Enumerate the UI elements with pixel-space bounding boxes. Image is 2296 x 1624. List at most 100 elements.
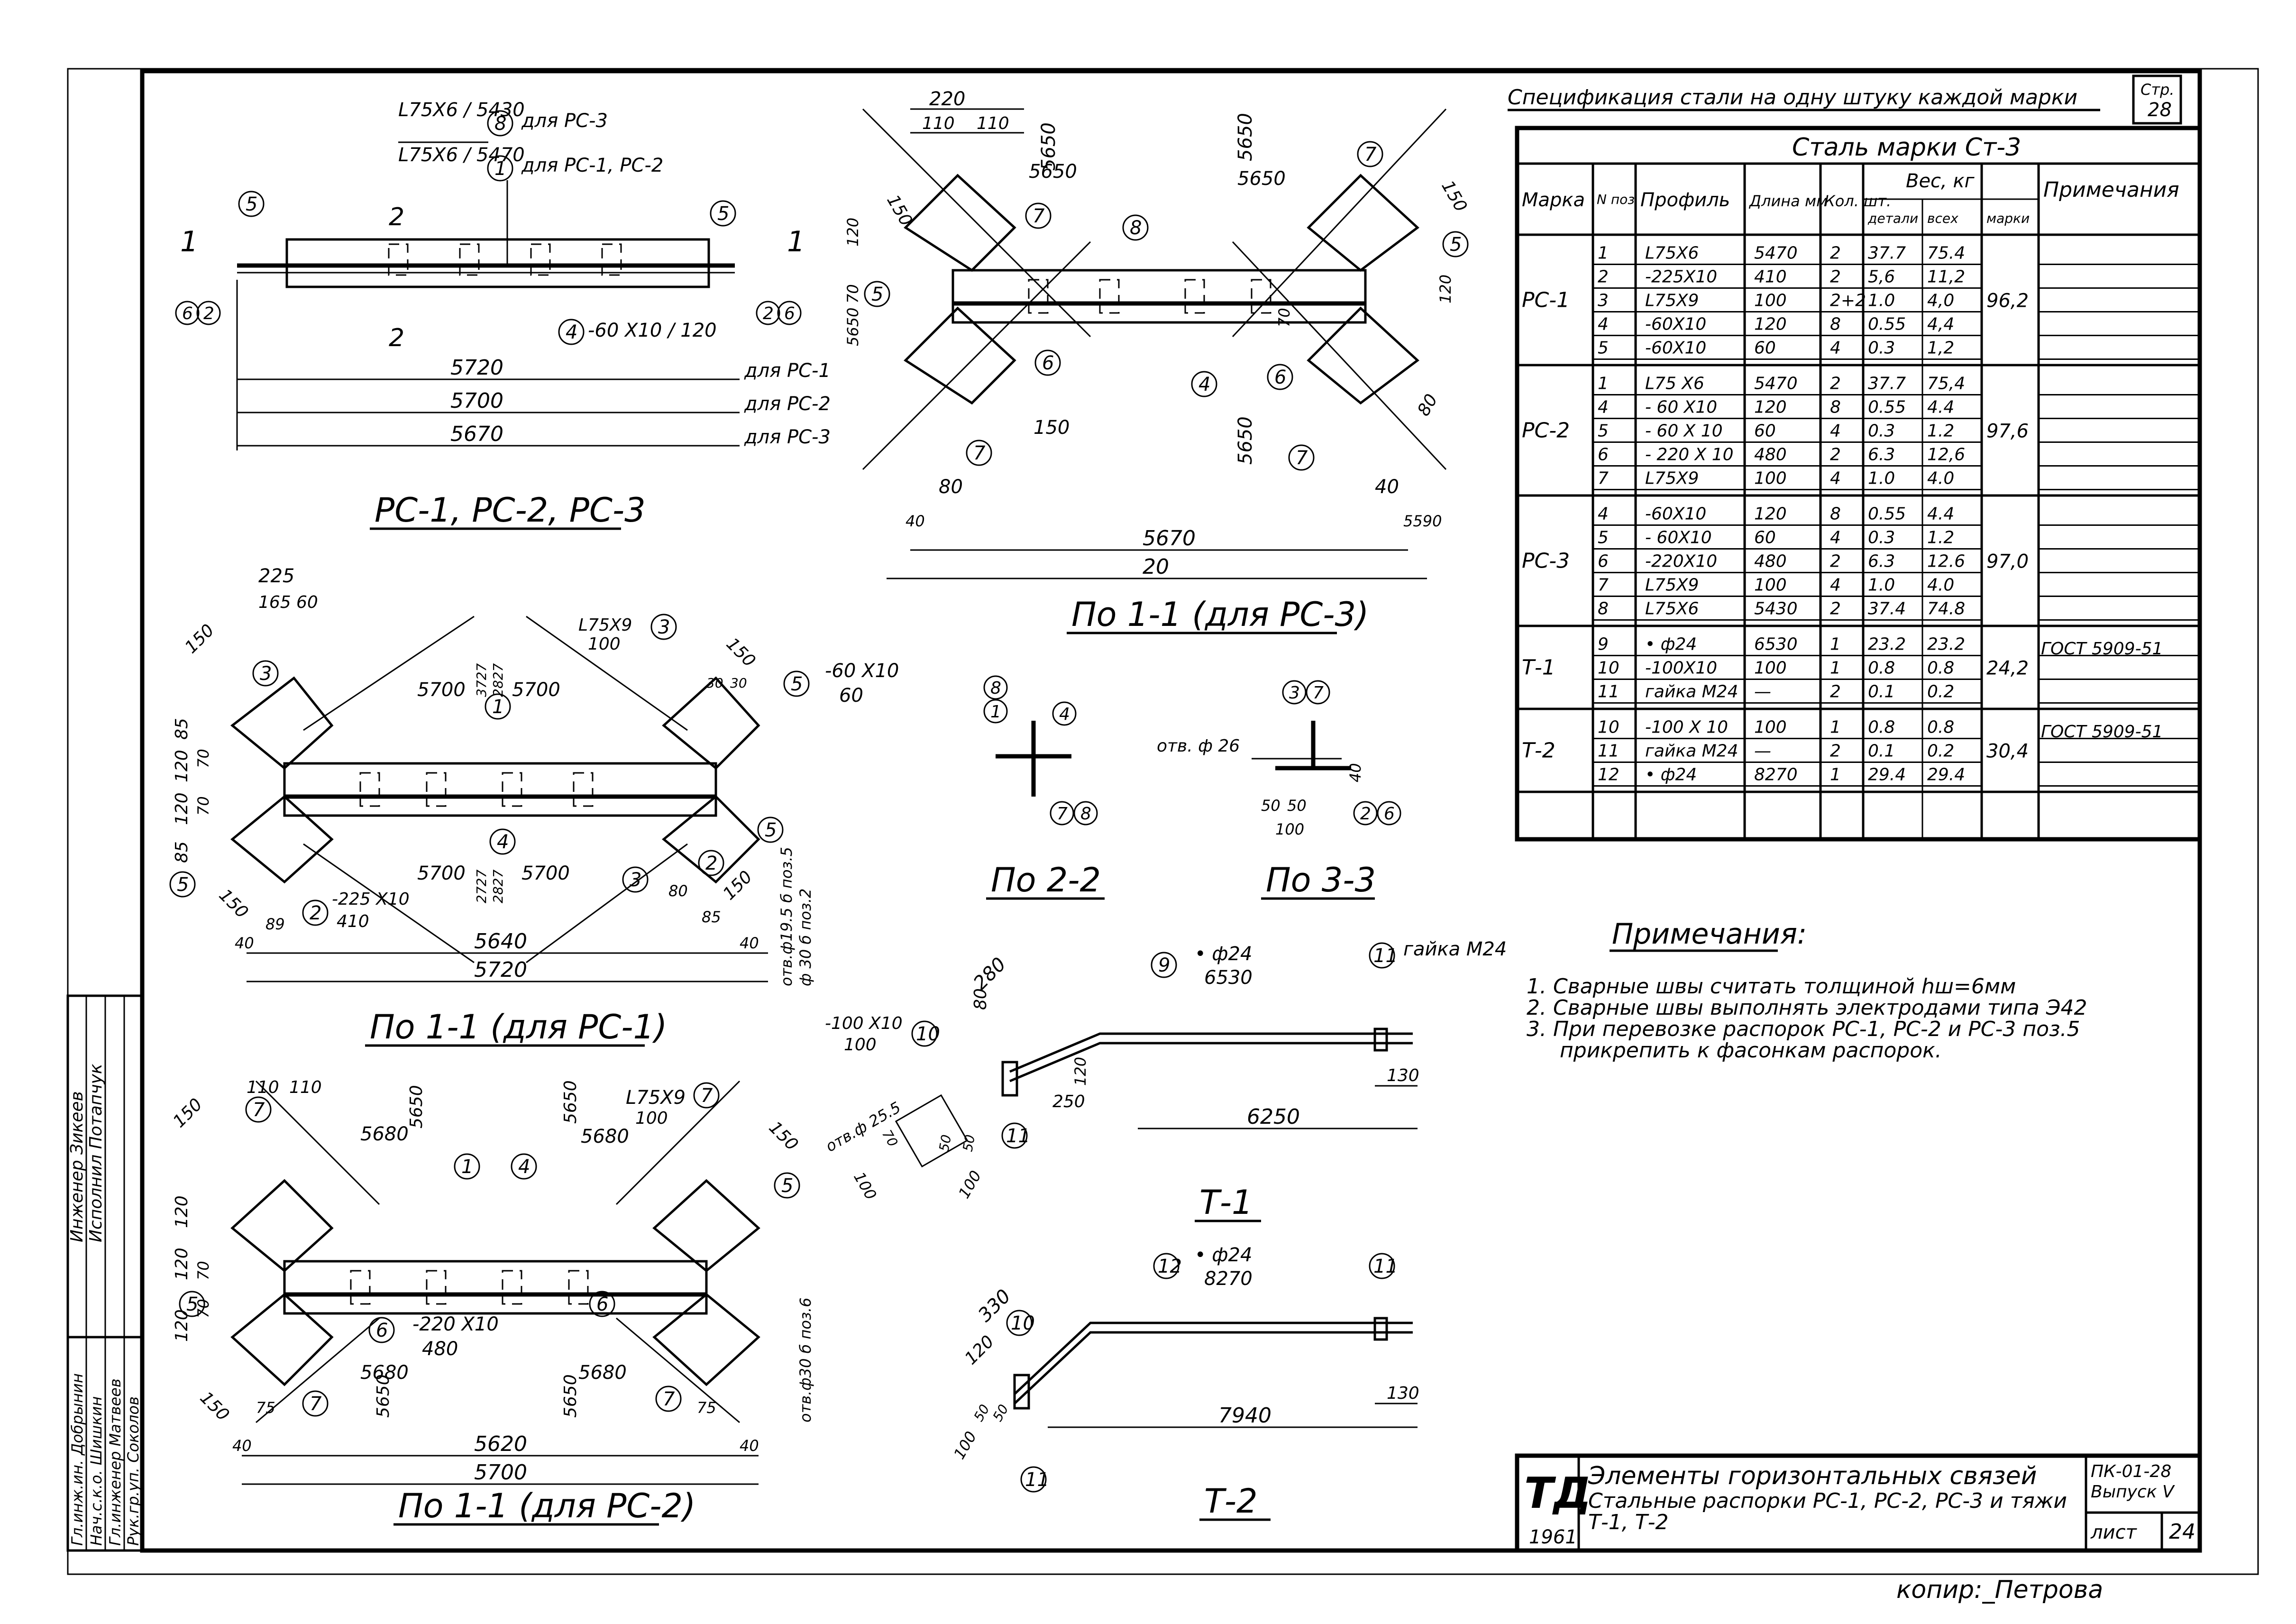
rc1-label-35: 5720 — [474, 958, 527, 982]
spec-cell-length: 100 — [1754, 718, 1787, 737]
spec-mark: Т-2 — [1522, 739, 1555, 763]
spec-cell-length: 5470 — [1754, 374, 1798, 394]
main-dim-2-note: для РС-3 — [744, 426, 831, 448]
rc3-dim-16: 20 — [1143, 555, 1169, 579]
svg-text:4: 4 — [1059, 705, 1070, 724]
spec-cell-all: 29.4 — [1927, 765, 1965, 785]
page-label: Стр. — [2140, 81, 2174, 99]
main-pos1-label: L75X6 / 5470 — [398, 144, 525, 166]
rc1-label-0: 225 — [258, 565, 294, 587]
spec-cell-all: 4,0 — [1927, 291, 1954, 311]
t1-plate-len: 100 — [844, 1035, 877, 1055]
svg-text:5: 5 — [791, 673, 803, 695]
main-dim-1-note: для РС-2 — [744, 393, 831, 415]
svg-text:4: 4 — [518, 1156, 530, 1178]
svg-text:12: 12 — [1158, 1256, 1182, 1277]
sec33-dim-3: 100 — [1275, 820, 1304, 838]
spec-cell-detail: 29.4 — [1868, 765, 1906, 785]
svg-text:3: 3 — [260, 663, 272, 685]
main-cut2-bot: 2 — [389, 324, 404, 352]
rc2-label-12: 120 — [172, 1309, 192, 1342]
title-line3: Т-1, Т-2 — [1588, 1510, 1668, 1534]
t1-rod-len: 6530 — [1204, 967, 1253, 989]
title-year: 1961 — [1529, 1526, 1577, 1548]
spec-cell-all: 4.4 — [1927, 398, 1954, 417]
spec-cell-profile: L75X9 — [1645, 576, 1699, 595]
rc2-label-3: 5650 — [407, 1085, 426, 1129]
sec33-hole: отв. ф 26 — [1157, 736, 1240, 756]
svg-text:10: 10 — [916, 1023, 940, 1045]
spec-cell-length: 120 — [1754, 398, 1787, 417]
rc1-label-15: 2827 — [490, 663, 506, 697]
rc3-dim-14: 5590 — [1403, 512, 1442, 530]
spec-cell-qty: 2 — [1830, 374, 1841, 394]
stamp-upper-1: Исполнил Потапчук — [86, 1064, 106, 1242]
spec-cell-qty: 2 — [1830, 244, 1841, 263]
rc1-label-25: -225 X10 — [332, 890, 410, 909]
spec-cell-length: 60 — [1754, 422, 1776, 441]
t1-d130: 130 — [1387, 1066, 1419, 1085]
spec-cell-detail: 1.0 — [1868, 576, 1895, 595]
sec33-title: По 3-3 — [1266, 861, 1376, 899]
spec-total: 97,0 — [1986, 551, 2029, 573]
rc3-dim-10: 80 — [1414, 391, 1441, 419]
spec-cell-length: 480 — [1754, 445, 1787, 465]
notes-block: Примечания: 1. Сварные швы считать толщи… — [1527, 918, 2087, 1063]
section-3-3: 3 7 2 6 отв. ф 26 40 50 50 100 По 3-3 — [1157, 680, 1401, 900]
spec-cell-all: 0.2 — [1927, 682, 1954, 702]
rc3-dim-20: 120 — [844, 218, 862, 247]
spec-cell-profile: -100X10 — [1645, 659, 1717, 678]
t1-rod: • ф24 — [1195, 943, 1252, 965]
spec-cell-profile: -60X10 — [1645, 315, 1706, 334]
svg-text:4: 4 — [1198, 374, 1210, 395]
spec-h-profile: Профиль — [1640, 189, 1730, 211]
main-pos4: -60 X10 / 120 — [588, 320, 717, 341]
spec-cell-all: 1,2 — [1927, 339, 1954, 358]
rc3-dim-8: 150 — [883, 192, 916, 229]
spec-total: 96,2 — [1986, 290, 2029, 312]
rc1-label-19: 2827 — [490, 870, 506, 903]
svg-text:1: 1 — [990, 702, 1001, 722]
spec-cell-profile: гайка М24 — [1645, 742, 1738, 761]
spec-cell-pos: 11 — [1598, 742, 1619, 761]
spec-cell-profile: гайка М24 — [1645, 682, 1738, 702]
spec-cell-pos: 10 — [1598, 718, 1619, 737]
spec-mark: РС-3 — [1522, 549, 1570, 573]
svg-text:7: 7 — [1364, 144, 1377, 165]
spec-h-permark: марки — [1986, 211, 2030, 226]
spec-cell-detail: 0.55 — [1868, 505, 1906, 524]
svg-text:11: 11 — [1006, 1125, 1030, 1147]
spec-cell-detail: 0.8 — [1868, 718, 1895, 737]
rc2-label-28: отв.ф30 б поз.6 — [796, 1298, 814, 1422]
spec-cell-length: 6530 — [1754, 635, 1798, 654]
spec-cell-all: 0.2 — [1927, 742, 1954, 761]
spec-cell-profile: - 60 X10 — [1645, 398, 1717, 417]
spec-cell-profile: -60X10 — [1645, 339, 1706, 358]
stamp-lower-2: Гл.инженер Матвеев — [106, 1378, 124, 1546]
svg-text:3: 3 — [1289, 683, 1300, 703]
t2-d7940: 7940 — [1218, 1404, 1271, 1428]
rc2-label-25: 40 — [740, 1437, 759, 1455]
spec-cell-profile: L75X9 — [1645, 469, 1699, 488]
rc3-dim-12: 40 — [1375, 476, 1399, 498]
rc2-label-7: 100 — [635, 1109, 668, 1128]
spec-cell-profile: -225X10 — [1645, 267, 1717, 287]
main-dim-0: 5720 — [450, 356, 503, 380]
rc3-dim-11: 80 — [939, 476, 963, 498]
spec-cell-all: 74.8 — [1927, 599, 1965, 619]
rc3-dim-1: 110 — [922, 114, 955, 133]
rc1-label-28: 30 — [706, 675, 723, 691]
rc1-label-3: 150 — [181, 621, 218, 658]
spec-total: 30,4 — [1986, 741, 2029, 762]
spec-cell-all: 1.2 — [1927, 528, 1954, 548]
spec-cell-pos: 9 — [1598, 635, 1609, 654]
spec-cell-profile: - 60X10 — [1645, 528, 1712, 548]
svg-text:6: 6 — [1042, 352, 1054, 374]
rc3-dim-9: 150 — [1437, 177, 1471, 215]
rc1-label-22: 100 — [588, 634, 621, 654]
svg-text:11: 11 — [1373, 1256, 1398, 1277]
t1-nut: гайка М24 — [1403, 938, 1507, 960]
t2-rod: • ф24 — [1195, 1244, 1252, 1266]
spec-cell-length: 8270 — [1754, 765, 1798, 785]
